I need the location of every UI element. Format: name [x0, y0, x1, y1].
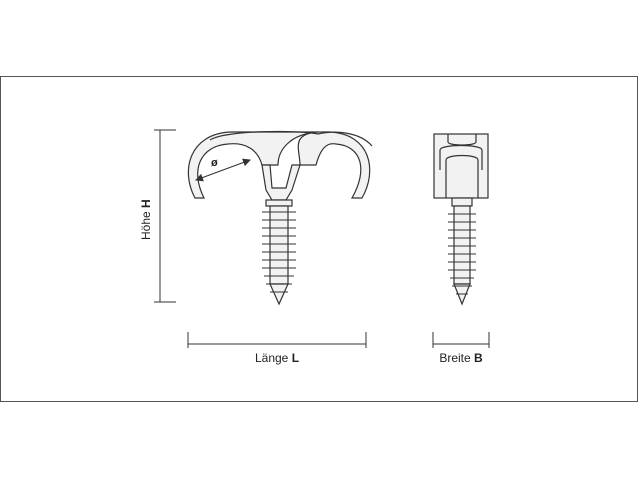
- diameter-arrow: [195, 158, 251, 182]
- clip-side-view: [433, 133, 489, 306]
- clip-top-band: [209, 130, 373, 147]
- drawing-frame: [0, 76, 638, 402]
- clip-stem: [261, 164, 301, 201]
- width-dimension: [432, 332, 490, 348]
- clip-front-view: [187, 130, 373, 306]
- screw-front: [262, 199, 296, 306]
- height-dimension: [154, 129, 176, 303]
- height-label: Höhe H: [139, 199, 153, 240]
- length-label: Länge L: [255, 351, 299, 365]
- diameter-symbol: ø: [211, 157, 218, 169]
- width-label: Breite B: [439, 351, 483, 365]
- side-inner: [445, 154, 479, 198]
- side-slot: [439, 134, 483, 170]
- right-clamp: [297, 131, 371, 199]
- length-dimension: [187, 332, 367, 348]
- side-body: [433, 133, 489, 199]
- screw-side: [448, 197, 476, 306]
- left-clamp: [187, 131, 319, 199]
